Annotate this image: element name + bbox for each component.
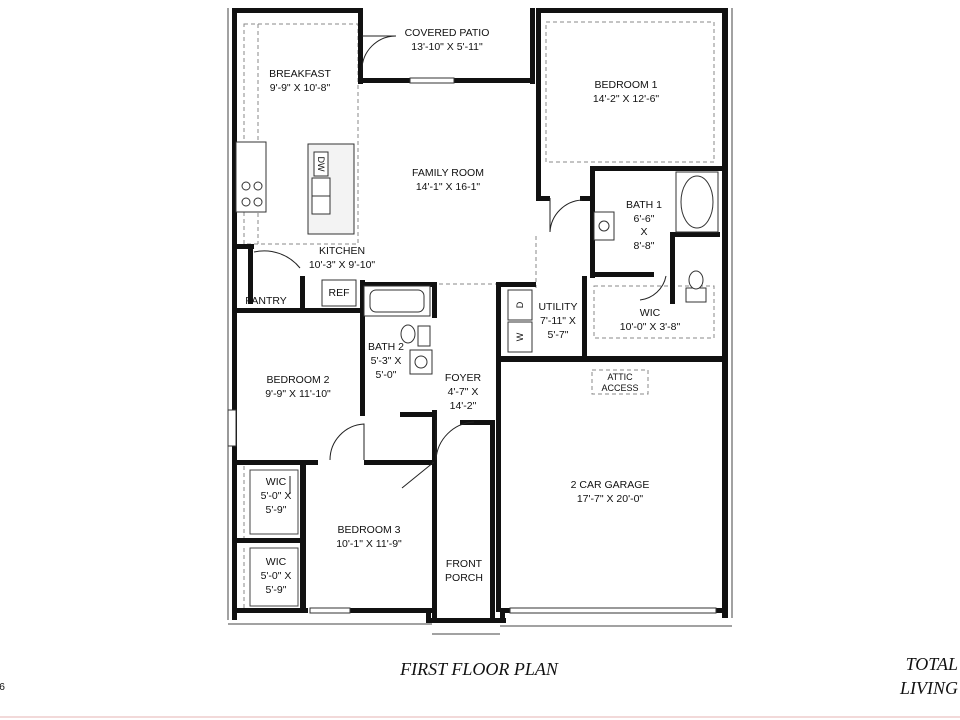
utility-dim-h: 5'-7" — [548, 329, 569, 341]
washer-label: W — [515, 332, 525, 341]
attic-label-line1: ATTIC — [607, 372, 633, 382]
bedroom3-dims: 10'-1" X 11'-9" — [336, 538, 402, 550]
bedroom2-name: BEDROOM 2 — [266, 374, 329, 386]
garage-dims: 17'-7" X 20'-0" — [577, 493, 644, 505]
bedroom1-dims: 14'-2" X 12'-6" — [593, 93, 660, 105]
attic-label-line2: ACCESS — [601, 383, 638, 393]
bath1-dim-x: X — [640, 226, 647, 238]
wic1-dims: 10'-0" X 3'-8" — [620, 321, 681, 333]
bedroom3-name: BEDROOM 3 — [337, 524, 400, 536]
plan-caption: FIRST FLOOR PLAN — [399, 659, 559, 679]
living-text: LIVING — [899, 678, 958, 698]
wic1-name: WIC — [640, 307, 661, 319]
foyer-dim-h: 14'-2" — [450, 400, 477, 412]
breakfast-dims: 9'-9" X 10'-8" — [270, 82, 331, 94]
utility-name: UTILITY — [538, 301, 577, 313]
door-swings — [253, 35, 667, 494]
room-labels: COVERED PATIO 13'-10" X 5'-11" BREAKFAST… — [245, 27, 680, 596]
front-porch-line2: PORCH — [445, 572, 483, 584]
front-porch-line1: FRONT — [446, 558, 483, 570]
kitchen-name: KITCHEN — [319, 245, 365, 257]
kitchen-dims: 10'-3" X 9'-10" — [309, 259, 376, 271]
dishwasher-label: DW — [316, 157, 326, 172]
wic3-dim-w: 5'-0" X — [261, 570, 292, 582]
bath1-dim-w: 6'-6" — [634, 213, 655, 225]
wic2-dim-w: 5'-0" X — [261, 490, 292, 502]
ref-name: REF — [329, 287, 350, 299]
garage-name: 2 CAR GARAGE — [571, 479, 650, 491]
bath2-name: BATH 2 — [368, 341, 404, 353]
edge-fragment: 6 — [0, 681, 5, 693]
bedroom1-name: BEDROOM 1 — [594, 79, 657, 91]
family-room-name: FAMILY ROOM — [412, 167, 484, 179]
wic3-name: WIC — [266, 556, 287, 568]
utility-dim-w: 7'-11" X — [540, 315, 576, 327]
wic2-name: WIC — [266, 476, 287, 488]
dryer-label: D — [515, 301, 525, 308]
exterior-outline — [227, 8, 733, 635]
wic2-dim-h: 5'-9" — [266, 504, 287, 516]
wic3-dim-h: 5'-9" — [266, 584, 287, 596]
bedroom2-dims: 9'-9" X 11'-10" — [265, 388, 331, 400]
appliance-labels: DW D W — [316, 157, 525, 342]
foyer-dim-w: 4'-7" X — [448, 386, 479, 398]
bath2-dim-w: 5'-3" X — [371, 355, 402, 367]
total-text: TOTAL — [906, 654, 958, 674]
bath1-name: BATH 1 — [626, 199, 662, 211]
pantry-name: PANTRY — [245, 295, 287, 307]
bath1-dim-h: 8'-8" — [634, 240, 655, 252]
bath2-dim-h: 5'-0" — [376, 369, 397, 381]
walls — [232, 8, 728, 623]
breakfast-name: BREAKFAST — [269, 68, 331, 80]
covered-patio-name: COVERED PATIO — [405, 27, 490, 39]
foyer-name: FOYER — [445, 372, 482, 384]
covered-patio-dims: 13'-10" X 5'-11" — [411, 41, 483, 53]
fixtures — [241, 143, 719, 607]
family-room-dims: 14'-1" X 16-1" — [416, 181, 481, 193]
